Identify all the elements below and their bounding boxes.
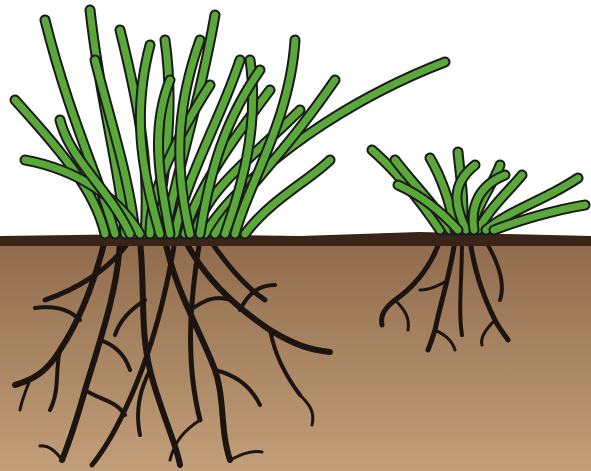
root-branch (460, 240, 462, 335)
soil-layer (0, 236, 591, 471)
